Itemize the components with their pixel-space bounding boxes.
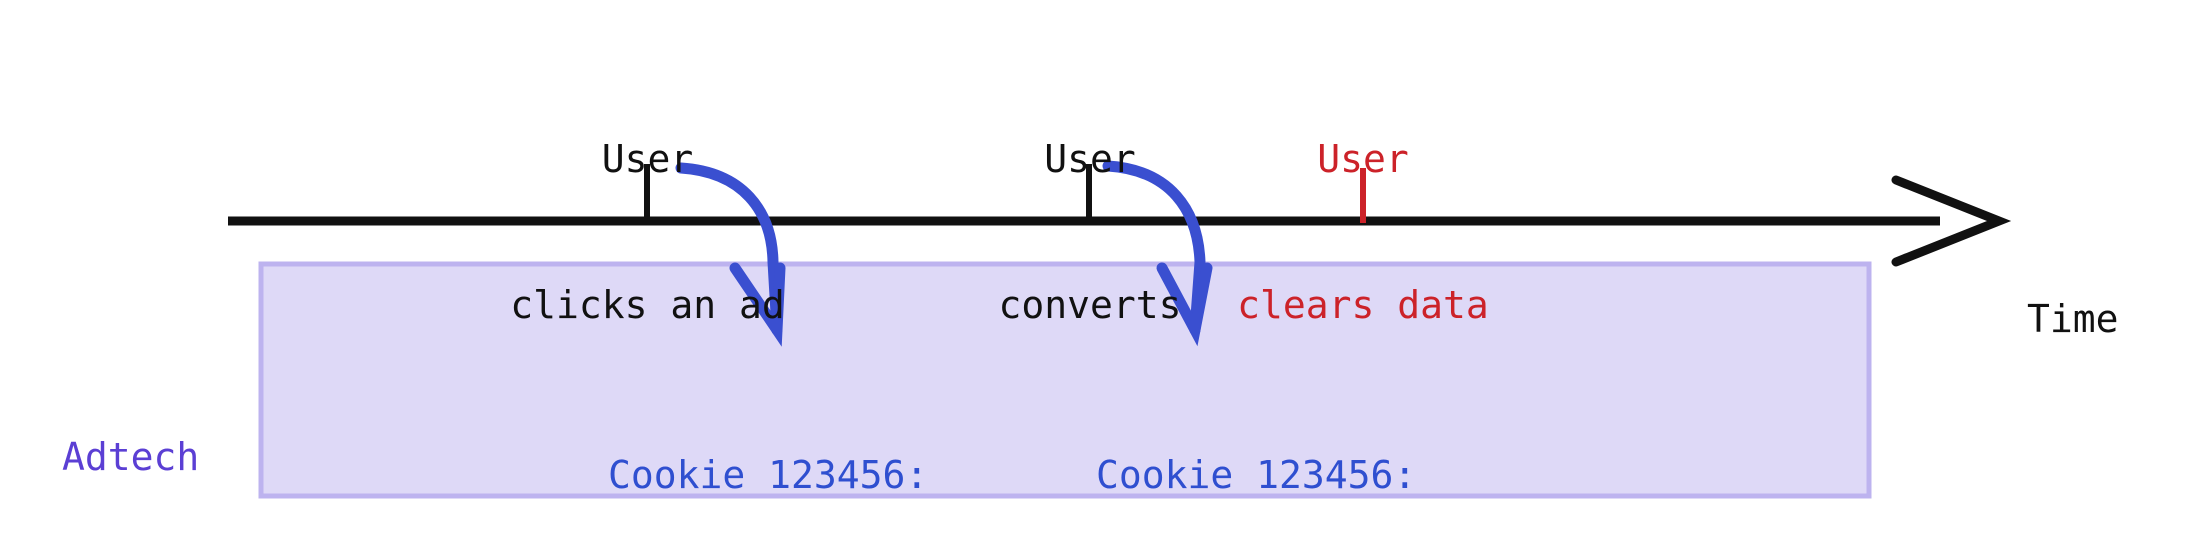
timeline-axis-label: Time [2027,198,2187,441]
event-label-ad-click-line2: clicks an ad [510,283,785,328]
timeline-arrowhead-icon [1891,175,2012,267]
curved-arrow-convert [1102,160,1206,336]
event-label-clear-data: User clears data [1193,38,1533,427]
server-log-entry-ad-clicked-line1: Cookie 123456: [608,453,929,498]
curved-arrow-convert-head-icon [1156,262,1213,347]
server-log-entry-converted: Cookie 123456: Converted [1096,350,1516,534]
server-log-entry-converted-line1: Cookie 123456: [1096,453,1417,498]
event-label-convert-line1: User [1044,137,1136,182]
event-label-ad-click: User clicks an ad [455,38,840,427]
server-log-entry-ad-clicked: Cookie 123456: Ad clicked [608,350,1028,534]
adtech-server-box [258,261,1872,499]
timeline-axis-label-text: Time [2027,297,2119,342]
event-label-convert: User converts [905,38,1275,427]
adtech-server-label: Adtech server [62,332,282,534]
event-label-convert-line2: converts [998,283,1182,328]
event-label-ad-click-line1: User [601,137,694,182]
curved-arrow-ad-click [675,162,783,336]
adtech-server-label-line1: Adtech [62,435,200,480]
curved-arrow-ad-click-head-icon [729,262,786,347]
event-label-clear-data-line1: User [1317,137,1409,182]
event-label-clear-data-line2: clears data [1237,283,1489,328]
